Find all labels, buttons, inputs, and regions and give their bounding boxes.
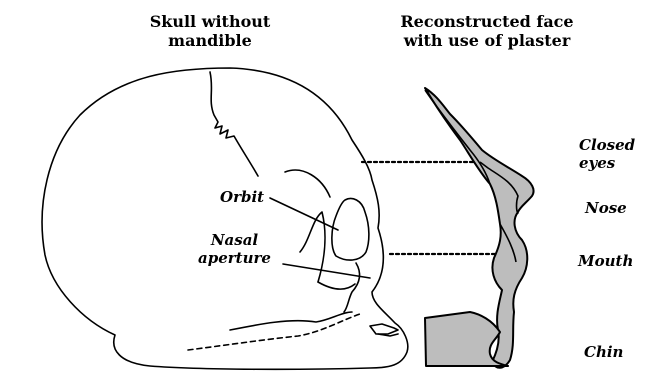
label-nose: Nose	[585, 199, 627, 217]
skull-outline	[42, 68, 408, 369]
label-orbit: Orbit	[220, 188, 264, 206]
coronal-suture	[210, 72, 258, 176]
label-closed-eyes: Closed eyes	[579, 136, 635, 172]
label-nasal-aperture: Nasal aperture	[198, 231, 271, 267]
label-mouth: Mouth	[578, 252, 633, 270]
nasal-line	[344, 263, 359, 312]
squamosal-suture	[285, 170, 330, 197]
maxilla-line	[318, 282, 355, 289]
jaw-dashed-line	[188, 314, 360, 350]
orbit-leader	[270, 198, 338, 230]
label-chin: Chin	[584, 343, 623, 361]
teeth	[370, 324, 398, 334]
tooth-line	[230, 312, 352, 330]
